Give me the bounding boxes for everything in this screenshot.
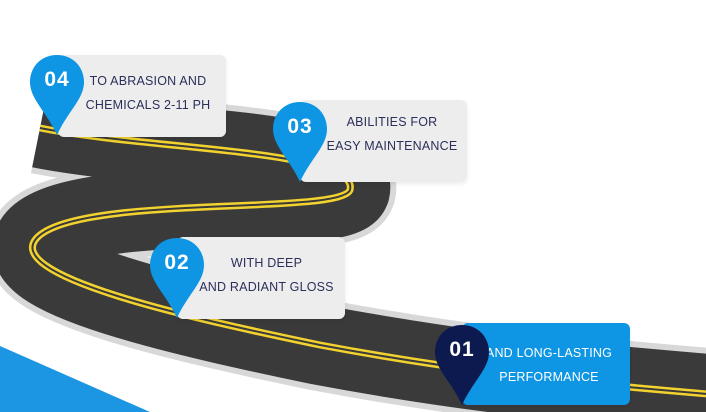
step-card-04: TO ABRASION AND CHEMICALS 2-11 PH <box>58 55 226 137</box>
step-pin-01: 01 <box>433 323 491 407</box>
step-01-number: 01 <box>449 338 475 361</box>
step-pin-02: 02 <box>148 236 206 320</box>
map-pin-icon <box>273 102 327 182</box>
map-pin-icon <box>30 55 84 135</box>
step-card-02: WITH DEEP AND RADIANT GLOSS <box>177 237 345 319</box>
map-pin-icon <box>435 325 489 405</box>
step-card-02-text: WITH DEEP AND RADIANT GLOSS <box>189 251 344 299</box>
blue-corner-accent <box>0 346 150 412</box>
step-card-01: AND LONG-LASTING PERFORMANCE <box>462 323 630 405</box>
step-01-line2: PERFORMANCE <box>499 370 599 384</box>
step-03-number: 03 <box>287 115 313 138</box>
step-04-number: 04 <box>44 68 70 91</box>
step-pin-04: 04 <box>28 53 86 137</box>
step-card-03-text: ABILITIES FOR EASY MAINTENANCE <box>312 110 472 158</box>
sky-mask <box>0 0 706 60</box>
step-03-line2: EASY MAINTENANCE <box>326 139 458 153</box>
step-01-line1: AND LONG-LASTING <box>485 346 613 360</box>
map-pin-icon <box>150 238 204 318</box>
step-04-line1: TO ABRASION AND <box>89 74 207 88</box>
step-card-01-text: AND LONG-LASTING PERFORMANCE <box>474 341 624 389</box>
step-pin-03: 03 <box>271 100 329 184</box>
step-02-line1: WITH DEEP <box>230 256 303 270</box>
step-02-line2: AND RADIANT GLOSS <box>199 280 334 294</box>
step-03-line1: ABILITIES FOR <box>346 115 438 129</box>
step-card-04-text: TO ABRASION AND CHEMICALS 2-11 PH <box>58 69 238 117</box>
step-02-number: 02 <box>164 251 190 274</box>
step-card-03: ABILITIES FOR EASY MAINTENANCE <box>300 100 467 182</box>
step-04-line2: CHEMICALS 2-11 PH <box>85 98 211 112</box>
